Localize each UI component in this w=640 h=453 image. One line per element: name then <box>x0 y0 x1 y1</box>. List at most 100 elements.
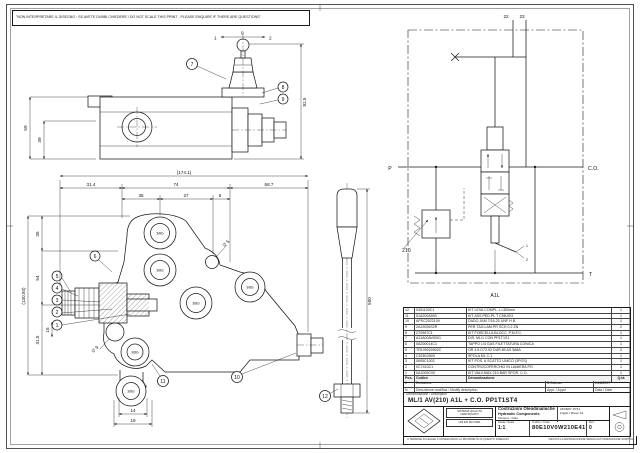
dim-27: 27 <box>183 193 189 198</box>
port-p-label: P <box>388 166 392 172</box>
part-pos: 5 <box>404 347 415 353</box>
part-qty: 1 <box>620 330 622 335</box>
scale-label: Scala / Scale <box>498 421 515 424</box>
top-dim-23: 23 <box>519 14 525 19</box>
side-view: 1 0 2 7 8 9 59 39 <box>23 31 307 160</box>
dim-130-50: (130.50) <box>21 287 26 305</box>
balloon-12: 12 <box>319 388 339 402</box>
sheet-meta: 23/08/07 15:51 Foglio / Sheet 1/1 <box>557 406 609 422</box>
part-desc: KIT LEVA COMPL. L=300mm <box>467 308 612 313</box>
revision-row: 0 Emissione B.Colman 24/8/2007 <box>404 381 630 387</box>
title-block: SISTEMA QUALITÀ CERTIFICATO UNI EN ISO 9… <box>403 406 631 437</box>
company-name-line1: Costruzioni Oleodinamiche <box>498 406 555 411</box>
svg-text:3: 3 <box>56 298 59 304</box>
balloon-3: 3 <box>51 294 101 306</box>
lever-pos-0: 0 <box>241 31 244 36</box>
part-pos: 4 <box>404 353 415 359</box>
scale-value: 1:1 <box>498 424 506 431</box>
part-desc: CONTROCOPERCHIO IN LAMIERA PO <box>467 364 612 370</box>
part-desc: TAPPO 1/4 GAS FILETTATURA CONICA <box>467 342 612 347</box>
quality-stamp-box: SISTEMA QUALITÀ CERTIFICATO <box>446 408 493 419</box>
part-code: 01A200A500 <box>415 313 467 319</box>
part-pos: 9 <box>404 325 415 330</box>
dim-19: 19 <box>130 418 136 423</box>
drawing-title: ML/1 AV(210) A1L + C.O. PP1T1ST4 <box>408 397 518 404</box>
revision-strip: 0 Emissione B.Colman 24/8/2007 N. Descri… <box>403 381 631 393</box>
balloon-5: 5 <box>51 270 71 292</box>
denomination-block: Denominazione / Description ML/1 AV(210)… <box>403 392 631 407</box>
revision-approver: B.Colman <box>546 381 594 387</box>
dia-9-note: ∅ 9 <box>90 344 99 353</box>
col-header-qty: Q.tà <box>617 376 625 381</box>
balloon-6: 6 <box>89 250 113 273</box>
revision-date: 24/8/2007 <box>595 381 611 385</box>
dia-5-note: ∅ 5 <box>221 238 230 247</box>
svg-text:7: 7 <box>191 62 194 68</box>
lever-pos-label: 1 <box>526 244 528 248</box>
svg-text:6: 6 <box>94 254 97 260</box>
handle-dim: 500 <box>354 188 372 414</box>
quality-stamp-cell: SISTEMA QUALITÀ CERTIFICATO UNI EN ISO 9… <box>444 406 496 436</box>
iso-stamp-box: UNI EN ISO 9001 <box>446 419 493 427</box>
dim-h-35: 35 <box>35 231 40 237</box>
relief-pressure-label: 210 <box>402 248 411 254</box>
top-dim-22: 22 <box>503 14 509 19</box>
drawing-code: 80E10V0W210E41 <box>532 424 586 431</box>
dim-39: 39 <box>37 137 42 143</box>
sheet-number: 1/1 <box>579 411 584 415</box>
balloon-10: 10 <box>231 352 297 383</box>
svg-text:10: 10 <box>234 375 240 381</box>
lever-pos-1: 1 <box>214 36 217 41</box>
rev-label: Rev. <box>589 421 595 424</box>
part-desc: OR 4.8 D72.92 DUR.80 AS 568A <box>467 347 612 353</box>
part-desc: KIT POS. A SCATTO UNICO (3POS) <box>467 359 612 364</box>
port-rings: 3/8G 3/8G 3/8G 3/8G 3/8G 3/8G <box>105 216 266 407</box>
part-pos: 1 <box>404 370 415 376</box>
dim-h-15: 15 <box>45 327 50 333</box>
part-pos: 2 <box>404 364 415 370</box>
port-t-label: T <box>589 272 593 278</box>
dim-74: 74 <box>173 182 179 187</box>
code-cell: Codice / Code 80E10V0W210E41 <box>530 421 587 436</box>
part-code: 2A19026S2R <box>415 325 467 330</box>
sheet-label: Foglio / Sheet <box>560 411 579 415</box>
svg-text:8: 8 <box>282 85 285 91</box>
part-code: APSC202210V <box>415 319 467 325</box>
balloon-4: 4 <box>51 282 79 297</box>
part-qty: 2 <box>620 325 622 330</box>
dim-59: 59 <box>23 125 28 131</box>
revision-header-description: Descrizione modifica / Modify descriptio… <box>415 387 546 393</box>
part-qty: 1 <box>620 353 622 358</box>
first-angle-projection-icon <box>612 410 627 432</box>
part-qty: 2 <box>620 347 622 352</box>
svg-text:4: 4 <box>56 286 59 292</box>
hydraulic-schematic: 22 23 1 2 <box>388 14 598 299</box>
svg-text:1: 1 <box>56 323 59 329</box>
handle-view: 500 12 <box>319 183 372 418</box>
revision-header-approver: Appr. / Appd. <box>546 387 594 393</box>
revision-header-date: Data / Date <box>595 387 613 392</box>
part-pos: 3 <box>404 359 415 364</box>
company-name: Costruzioni Oleodinamiche Hydraulic Comp… <box>496 406 557 422</box>
front-view: 3/8G 3/8G 3/8G 3/8G 3/8G 3/8G ∅ 5 ∅ 9 <box>21 170 324 427</box>
dim-500: 500 <box>367 297 372 305</box>
legal-text-right: VIETATA LA RIPRODUZIONE SENZA AUTORIZZAZ… <box>548 437 633 441</box>
part-code: C51B12600 <box>415 353 467 359</box>
front-view-dims-bottom: 14 19 <box>113 398 153 427</box>
dim-82-5: 82.5 <box>302 97 307 106</box>
legal-text-left: A TERMINE DI LEGGE CI RISERVIAMO LA PROP… <box>407 437 509 441</box>
sheet-border <box>6 4 634 449</box>
part-qty: 1 <box>620 319 622 324</box>
company-cell: Costruzioni Oleodinamiche Hydraulic Comp… <box>496 406 610 436</box>
port-label: 3/8G <box>156 269 164 273</box>
